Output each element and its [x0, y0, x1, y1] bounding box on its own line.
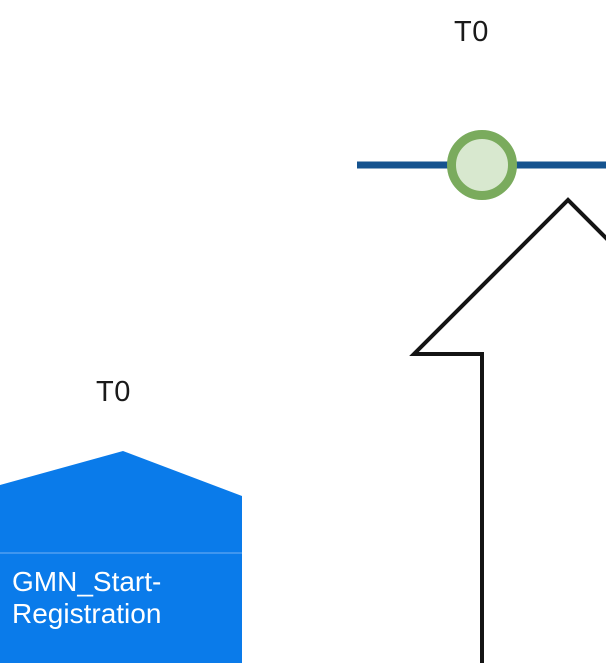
task-shape[interactable] — [0, 451, 242, 663]
pool-label-t0: T0 — [454, 16, 489, 48]
task-label-t0: T0 — [96, 376, 131, 408]
message-event-circle[interactable] — [447, 130, 517, 200]
message-flow-arrow[interactable] — [0, 197, 606, 663]
